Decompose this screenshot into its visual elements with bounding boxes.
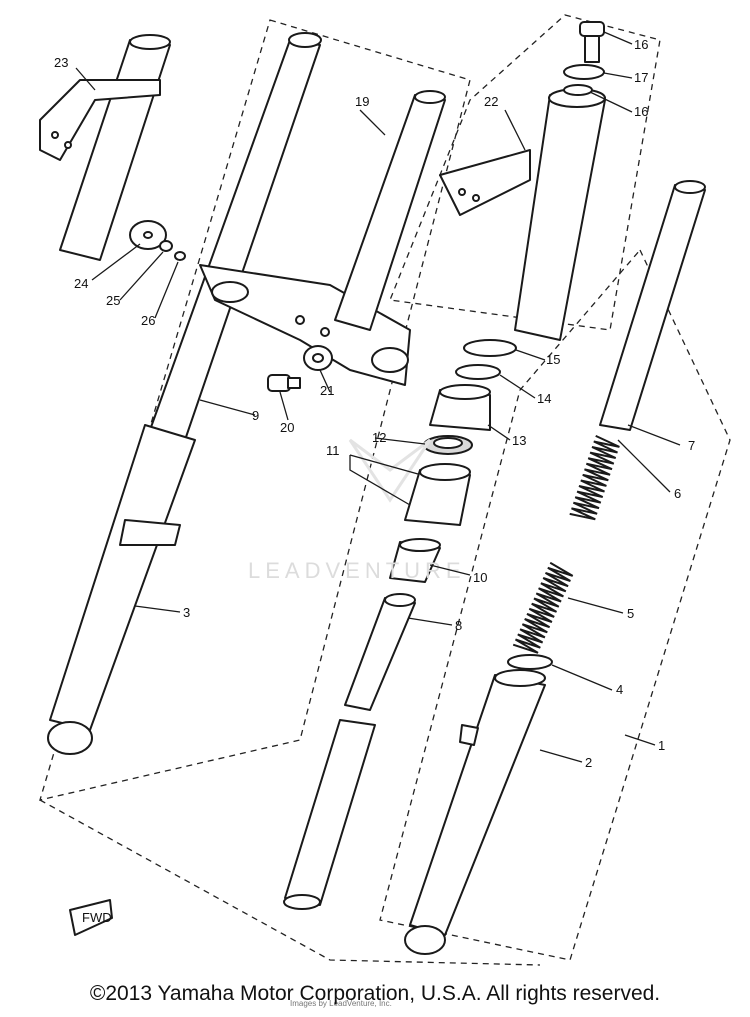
part-2-outer-tube [404, 669, 546, 955]
callout-8: 8 [455, 618, 462, 633]
callout-24: 24 [74, 276, 88, 291]
part-16-washer [563, 84, 593, 96]
callout-10: 10 [473, 570, 487, 585]
callout-14: 14 [537, 391, 551, 406]
callout-17: 17 [634, 70, 648, 85]
watermark: LEADVENTURE [248, 438, 466, 583]
callout-16-bottom: 16 [634, 104, 648, 119]
callout-13: 13 [512, 433, 526, 448]
fwd-direction-icon: FWD [69, 899, 113, 936]
part-17-washer [563, 64, 605, 80]
callout-7: 7 [688, 438, 695, 453]
part-16-bolt [579, 21, 605, 63]
callout-22: 22 [484, 94, 498, 109]
part-15-seal [463, 339, 517, 357]
callout-9: 9 [252, 408, 259, 423]
watermark-brand: LEADVENTURE [248, 558, 466, 583]
part-7-tube [599, 180, 706, 431]
callout-19: 19 [355, 94, 369, 109]
callout-12: 12 [372, 430, 386, 445]
part-20-bolt [267, 374, 301, 392]
callout-1: 1 [658, 738, 665, 753]
assembly-outline-right-fork [379, 248, 731, 961]
part-lower-bracket [199, 264, 411, 386]
part-3-outer-tube-left [47, 424, 196, 755]
callout-3: 3 [183, 605, 190, 620]
part-11-bushing [404, 463, 471, 526]
callout-26: 26 [141, 313, 155, 328]
callout-numbers: 23 24 25 26 19 22 16 17 16 15 14 13 12 1… [54, 37, 695, 770]
callout-11: 11 [326, 443, 340, 458]
callout-2: 2 [585, 755, 592, 770]
assembly-outline-lower [39, 799, 541, 966]
part-26-washer [174, 251, 186, 261]
part-5-spring [512, 561, 574, 654]
part-21-nut [303, 345, 333, 371]
callout-20: 20 [280, 420, 294, 435]
part-19-tube [334, 90, 446, 331]
copyright-footer: ©2013 Yamaha Motor Corporation, U.S.A. A… [89, 982, 661, 1005]
part-22-upper-bracket [439, 88, 606, 341]
fwd-label: FWD [82, 910, 112, 925]
callout-21: 21 [320, 383, 334, 398]
callout-25: 25 [106, 293, 120, 308]
part-14-ring [455, 364, 501, 380]
part-13-cover [429, 384, 491, 431]
assembly-outline-bracket [389, 14, 661, 331]
part-25-washer [159, 240, 173, 252]
callout-15: 15 [546, 352, 560, 367]
part-12-oil-seal [423, 435, 473, 455]
watermark-credit: Images by LeadVenture, Inc. [290, 999, 392, 1008]
part-8-inner-tube [283, 593, 416, 910]
part-23-bracket-tube [39, 34, 171, 261]
callout-16-top: 16 [634, 37, 648, 52]
callout-23: 23 [54, 55, 68, 70]
leader-lines [75, 31, 681, 763]
callout-4: 4 [616, 682, 623, 697]
part-24-damper [129, 220, 167, 250]
part-6-spring [569, 434, 620, 521]
callout-5: 5 [627, 606, 634, 621]
part-10-slide-metal [389, 538, 441, 583]
part-4-circlip [507, 654, 553, 670]
callout-6: 6 [674, 486, 681, 501]
